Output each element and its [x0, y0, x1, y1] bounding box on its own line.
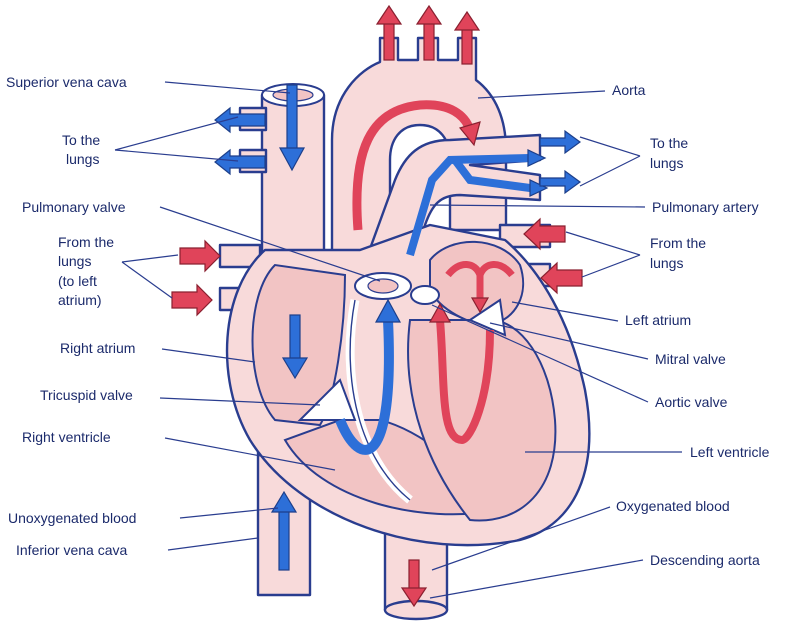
label-right-atrium: Right atrium	[60, 340, 135, 356]
label-from-lungs-left-line4: atrium)	[58, 292, 102, 308]
tricuspid-valve-shape	[297, 378, 357, 421]
label-pulmonary-artery: Pulmonary artery	[652, 199, 759, 215]
label-right-ventricle: Right ventricle	[22, 429, 111, 445]
label-left-atrium: Left atrium	[625, 312, 691, 328]
aortic-valve-ring	[410, 285, 440, 305]
label-to-lungs-left-line1: To the	[62, 132, 100, 148]
red-arrows-left-atrium	[445, 261, 515, 314]
label-left-ventricle: Left ventricle	[690, 444, 770, 460]
label-from-lungs-right-line2: lungs	[650, 255, 683, 271]
blue-arrow-to-lungs-upper	[214, 106, 266, 134]
red-arrows-aorta-top	[375, 4, 481, 65]
blue-arrow-right-atrium	[281, 314, 309, 380]
aorta-arch	[330, 36, 508, 272]
leader-lines	[114, 81, 682, 599]
label-tricuspid-valve: Tricuspid valve	[40, 387, 133, 403]
blue-arrow-pulmonary-artery	[406, 149, 549, 257]
label-unoxygenated-blood: Unoxygenated blood	[8, 510, 136, 526]
blue-arrows-to-lungs-right	[539, 129, 582, 195]
label-oxygenated-blood: Oxygenated blood	[616, 498, 730, 514]
label-to-lungs-right-line2: lungs	[650, 155, 683, 171]
label-from-lungs-left-line1: From the	[58, 234, 114, 250]
label-superior-vena-cava: Superior vena cava	[6, 74, 127, 90]
blue-arrow-to-lungs-lower	[214, 148, 266, 176]
blue-arrow-right-ventricle-up	[335, 298, 402, 455]
label-descending-aorta: Descending aorta	[650, 552, 760, 568]
red-arrow-descending-aorta	[400, 559, 428, 608]
label-from-lungs-left-line2: lungs	[58, 253, 91, 269]
blue-arrow-svc-down	[278, 84, 306, 172]
red-arrows-from-lungs-right	[523, 217, 583, 295]
mitral-valve-shape	[467, 298, 507, 337]
red-arrow-aortic-arch	[352, 100, 481, 231]
label-pulmonary-valve: Pulmonary valve	[22, 199, 126, 215]
label-inferior-vena-cava: Inferior vena cava	[16, 542, 127, 558]
label-aortic-valve: Aortic valve	[655, 394, 728, 410]
superior-vena-cava	[238, 83, 326, 272]
red-arrow-left-ventricle	[428, 302, 494, 445]
blue-arrow-ivc-up	[270, 490, 298, 571]
heart-body	[225, 223, 591, 547]
label-mitral-valve: Mitral valve	[655, 351, 726, 367]
label-to-lungs-right-line1: To the	[650, 135, 688, 151]
label-aorta: Aorta	[612, 82, 646, 98]
red-arrows-from-lungs-left	[171, 239, 221, 317]
label-to-lungs-left-line2: lungs	[66, 151, 99, 167]
label-from-lungs-left-line3: (to left	[58, 273, 97, 289]
label-from-lungs-right-line1: From the	[650, 235, 706, 251]
